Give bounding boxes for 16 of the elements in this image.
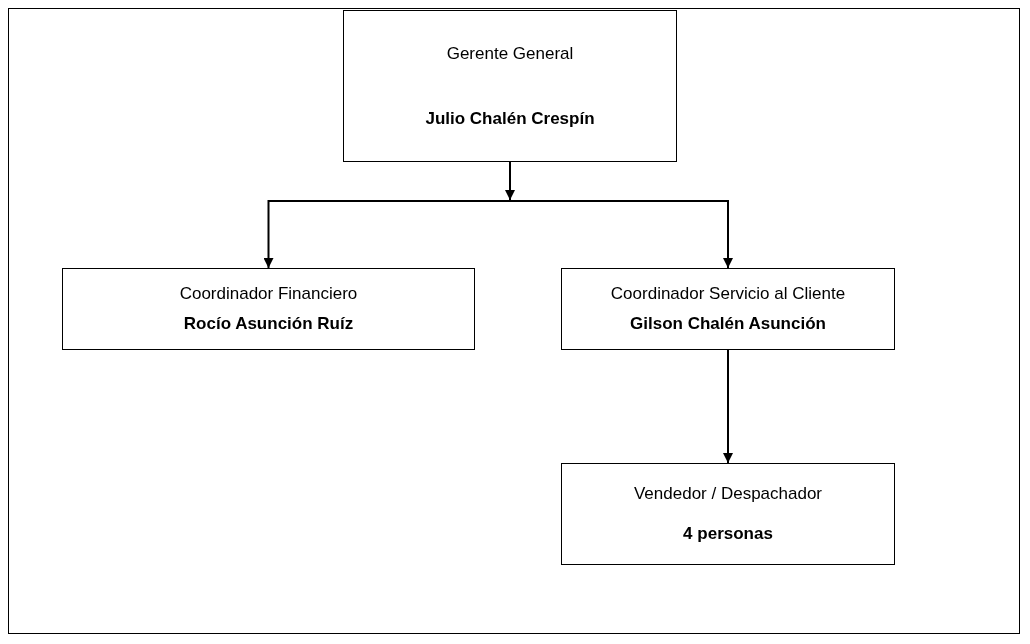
position-box [561, 463, 895, 565]
person-name: Julio Chalén Crespín [425, 108, 595, 129]
position-box [561, 268, 895, 350]
job-title: Coordinador Servicio al Cliente [610, 284, 846, 304]
job-title: Coordinador Financiero [179, 284, 358, 304]
job-title: Vendedor / Despachador [633, 484, 823, 504]
position-box [62, 268, 475, 350]
arrow [723, 349, 733, 464]
person-name: 4 personas [683, 524, 773, 544]
job-title: Gerente General [446, 43, 574, 64]
person-name: Rocío Asunción Ruíz [183, 314, 354, 334]
position-box [343, 10, 677, 162]
arrow [263, 200, 511, 269]
arrow [505, 161, 515, 201]
arrow [509, 200, 733, 269]
person-name: Gilson Chalén Asunción [630, 314, 826, 334]
